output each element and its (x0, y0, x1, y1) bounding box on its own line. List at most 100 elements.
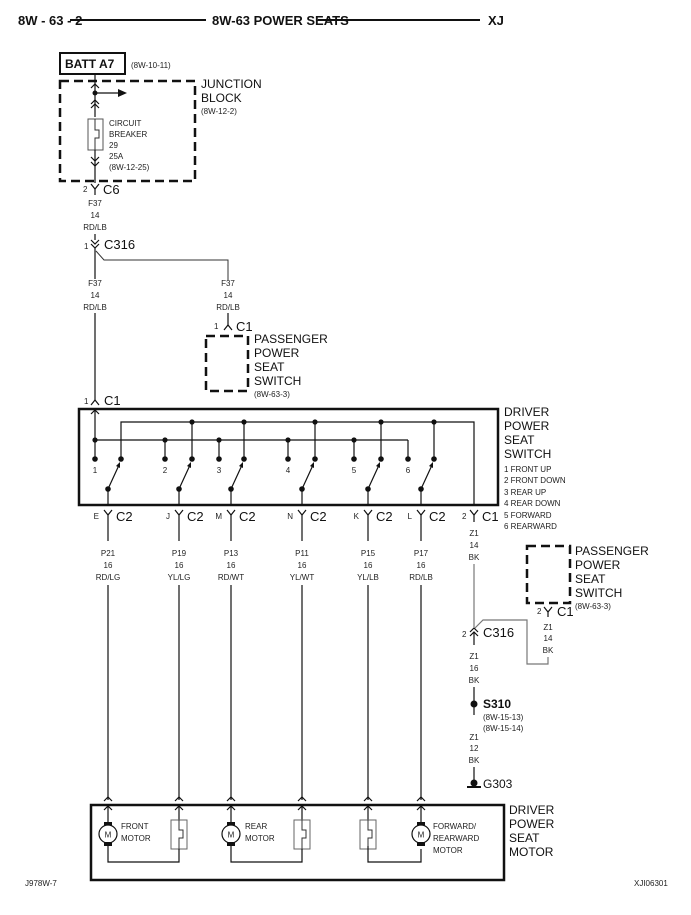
wire-circuit: P11 (295, 549, 309, 558)
connector-arrow-icon (90, 103, 100, 109)
driver-switch-legend: 1 FRONT UP 2 FRONT DOWN 3 REAR UP 4 REAR… (504, 465, 566, 531)
splice-s310: S310 (8W-15-13) (8W-15-14) (470, 697, 524, 733)
motor-symbol: M (418, 831, 425, 840)
ground-icon (470, 779, 478, 787)
fixed-contact-dot (216, 456, 222, 462)
wire-gauge: 16 (175, 561, 184, 570)
c2-label: C2 (116, 509, 133, 524)
wire-gauge: 14 (470, 541, 479, 550)
wire-color: BK (469, 676, 480, 685)
contact-number: 5 (352, 466, 357, 475)
wire-gauge: 16 (364, 561, 373, 570)
moving-contact-dot (241, 456, 247, 462)
junction-block: JUNCTION BLOCK (8W-12-2) CIRCUIT BREAKER… (58, 74, 262, 183)
switch-arrow-icon (429, 462, 433, 468)
wire-label-z1-d: Z1 12 BK (469, 733, 480, 765)
fixed-contact-dot (405, 456, 411, 462)
wire-circuit: Z1 (469, 652, 479, 661)
c6-pin: 2 (83, 185, 88, 194)
front-motor-label-2: MOTOR (121, 834, 151, 843)
battery-ref: (8W-10-11) (131, 61, 171, 70)
connector-fork-icon (223, 324, 233, 331)
battery-block: BATT A7 (8W-10-11) (59, 52, 171, 75)
contact-number: 4 (286, 466, 291, 475)
motor-loop-wire (107, 846, 180, 863)
switch-blade (230, 463, 244, 490)
seat-motor-label-3: SEAT (509, 831, 540, 845)
connector-fork-icon (174, 509, 184, 516)
motor-icon: M (221, 806, 241, 846)
connector-fork-icon (90, 183, 100, 190)
switch-arrow-icon (187, 462, 191, 468)
moving-contact-dot (312, 456, 318, 462)
wire-circuit: F37 (88, 199, 102, 208)
wire-label-f37-b: F37 14 RD/LB (82, 279, 108, 313)
pass-switch-label-1: PASSENGER (575, 544, 649, 558)
battery-label: BATT A7 (65, 57, 115, 71)
switch-blade (178, 463, 192, 490)
driver-switch-label-4: SWITCH (504, 447, 551, 461)
c2-label: C2 (187, 509, 204, 524)
switch-blade (301, 463, 315, 490)
connector-c6: 2 C6 (83, 182, 120, 197)
connector-fork-icon (226, 509, 236, 516)
motor-icon: M (98, 806, 118, 846)
motor-symbol: M (228, 831, 235, 840)
wire-label-f37-c: F37 14 RD/LB (216, 279, 240, 312)
junction-block-outline (58, 79, 197, 183)
connector-arrow-icon (174, 796, 184, 802)
wire-label-f37-a: F37 14 RD/LB (83, 199, 107, 232)
splice-dot-icon (470, 700, 478, 708)
page-reference: 8W - 63 - 2 (18, 13, 82, 28)
seat-motor-label-1: DRIVER (509, 803, 555, 817)
wire-color: RD/LB (409, 573, 433, 582)
connector-driver-c1-top: 1 C1 (84, 393, 121, 408)
breaker-label-1: CIRCUIT (109, 119, 142, 128)
ground-label: G303 (483, 777, 513, 791)
c2-pin: K (354, 512, 360, 521)
c316-top-pin: 1 (84, 242, 89, 251)
pass-c1-label: C1 (236, 319, 253, 334)
connector-fork-icon (469, 509, 479, 516)
c2-pin: N (287, 512, 293, 521)
passenger-power-seat-switch-top: 1 C1 PASSENGER POWER SEAT SWITCH (8W-63-… (204, 319, 328, 399)
legend-item: 1 FRONT UP (504, 465, 551, 474)
wire-color: BK (543, 646, 554, 655)
switch-arrow-icon (310, 462, 314, 468)
wire-color: YL/WT (290, 573, 315, 582)
arrow-right-icon (118, 89, 127, 97)
breaker-rating: 25A (109, 152, 124, 161)
pass-switch-label-2: POWER (254, 346, 300, 360)
fr-motor-label-2: REARWARD (433, 834, 479, 843)
motor-icon: M (411, 806, 431, 846)
page-header: 8W - 63 - 2 8W-63 POWER SEATS XJ (18, 13, 504, 28)
wire-circuit: P19 (172, 549, 187, 558)
connector-arrow-icon (90, 161, 100, 167)
motor-symbol: M (105, 831, 112, 840)
pass-switch-label-3: SEAT (254, 360, 285, 374)
junction-block-ref: (8W-12-2) (201, 107, 237, 116)
connector-arrow-icon (416, 796, 426, 802)
driver-switch-label-2: POWER (504, 419, 550, 433)
thermal-breaker-icon (359, 806, 377, 850)
driver-switch-label-1: DRIVER (504, 405, 550, 419)
connector-fork-icon (363, 509, 373, 516)
wire-gauge: 14 (91, 211, 100, 220)
wire-color: RD/WT (218, 573, 244, 582)
connector-arrow-icon (103, 796, 113, 802)
bus-junction-dot (92, 437, 98, 443)
wire-gauge: 14 (91, 291, 100, 300)
wire-circuit: Z1 (469, 733, 479, 742)
breaker-ref: (8W-12-25) (109, 163, 150, 172)
battery-box (59, 52, 126, 75)
moving-contact-dot (431, 456, 437, 462)
driver-switch-label-3: SEAT (504, 433, 535, 447)
splice-ref-1: (8W-15-13) (483, 713, 524, 722)
switch-arrow-icon (376, 462, 380, 468)
motor-loop-wire (367, 846, 422, 863)
legend-item: 3 REAR UP (504, 488, 546, 497)
c2-pin: L (408, 512, 413, 521)
